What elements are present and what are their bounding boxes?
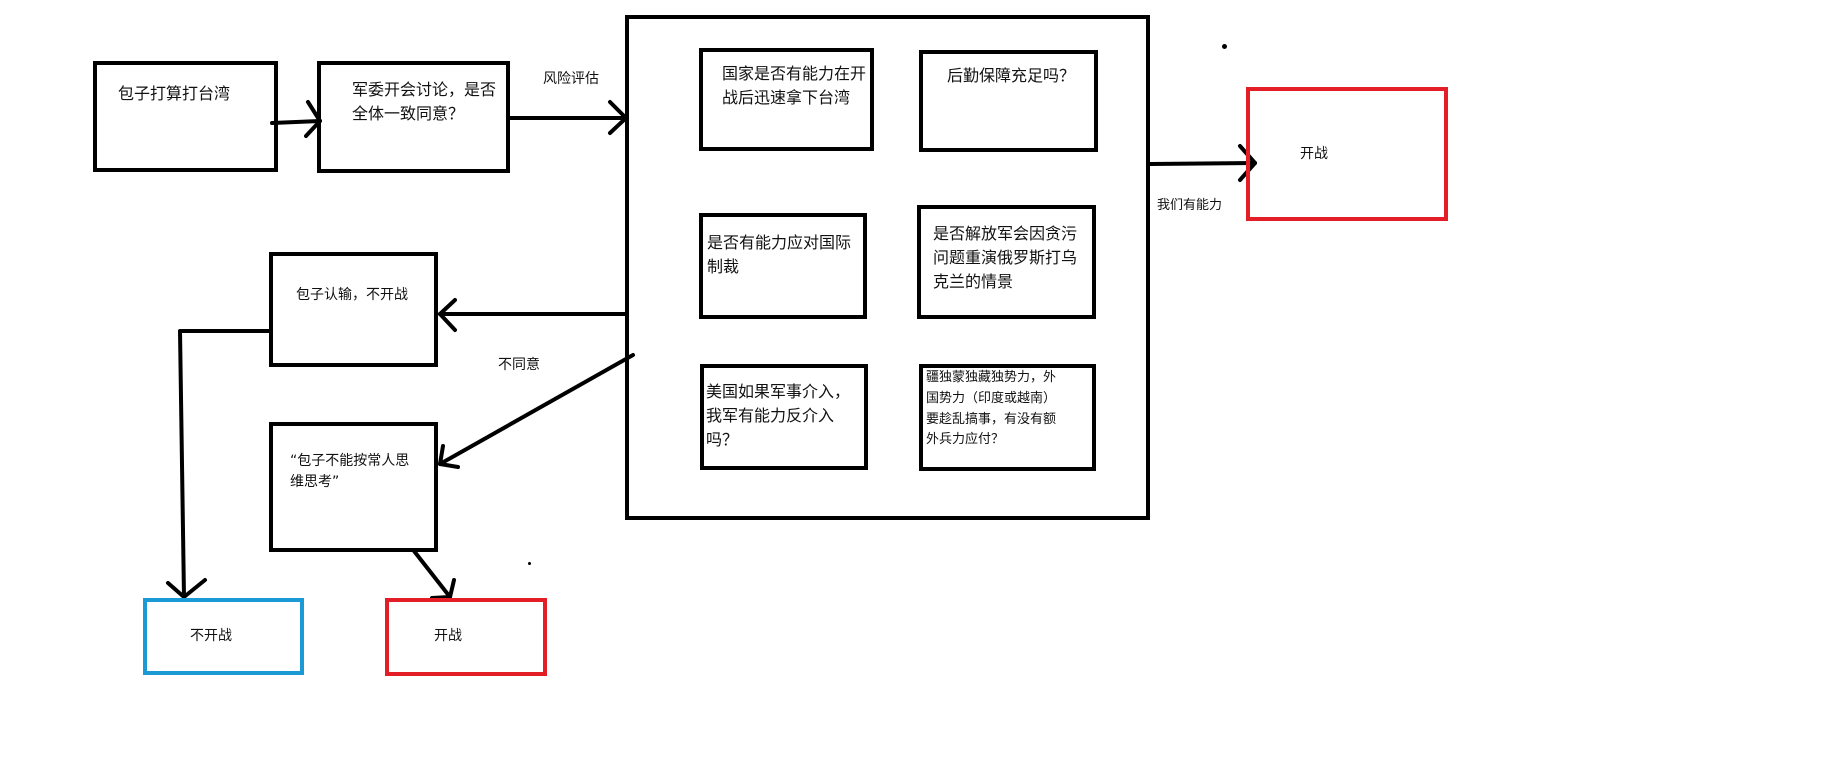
question-capability-label: 国家是否有能力在开 战后迅速拿下台湾: [722, 64, 867, 107]
outcome-war-right-label: 开战: [1300, 146, 1328, 162]
arrow-risk-to-war: [1148, 161, 1257, 166]
arrow-concede-to-no-war: [178, 329, 272, 599]
arrowhead-irrational-to-war: [430, 578, 456, 600]
cmc-discussion-node: [317, 61, 510, 173]
outcome-no-war: [143, 598, 304, 675]
question-logistics-label: 后勤保障充足吗？: [947, 66, 1076, 85]
question-sanctions-label: 是否有能力应对国际 制裁: [707, 233, 852, 276]
question-us-intervention-label: 美国如果军事介入， 我军有能力反介入 吗？: [706, 382, 851, 449]
start-node: [93, 61, 278, 172]
outcome-war-right: [1246, 87, 1448, 221]
irrational-thinking-label: “包子不能按常人思 维思考”: [290, 453, 410, 490]
start-node-label: 包子打算打台湾: [118, 84, 231, 103]
arrowhead-risk-to-irrational: [438, 444, 460, 469]
edge-label-capable: 我们有能力: [1157, 198, 1223, 213]
edge-label-disagree: 不同意: [498, 357, 540, 373]
question-sanctions-box: [699, 213, 867, 319]
cmc-discussion-label: 军委开会讨论，是否 全体一致同意？: [352, 80, 497, 123]
risk-assessment-container: [625, 15, 1150, 520]
outcome-war-bottom: [385, 598, 547, 676]
question-corruption-box: [917, 205, 1096, 319]
arrowhead-risk-to-war: [1238, 144, 1257, 182]
question-us-intervention-box: [700, 364, 868, 470]
question-separatists-label: 疆独蒙独藏独势力，外 国势力（印度或越南） 要趁乱搞事，有没有额 外兵力应付？: [926, 370, 1057, 448]
outcome-war-bottom-label: 开战: [434, 628, 462, 644]
irrational-thinking-node: [269, 422, 438, 552]
arrow-risk-to-irrational: [438, 353, 635, 466]
question-logistics-box: [919, 50, 1098, 152]
outcome-no-war-label: 不开战: [190, 628, 232, 644]
arrowhead-risk-to-concede: [438, 298, 457, 332]
arrow-start-to-cmc: [270, 119, 322, 125]
arrowhead-concede-to-no-war: [166, 578, 207, 599]
stray-dot: [528, 562, 531, 565]
concede-node-label: 包子认输，不开战: [296, 287, 408, 303]
question-corruption-label: 是否解放军会因贪污 问题重演俄罗斯打乌 克兰的情景: [933, 224, 1078, 291]
edge-label-risk: 风险评估: [543, 71, 599, 87]
arrow-irrational-to-war: [412, 549, 452, 599]
question-separatists-box: [919, 364, 1096, 471]
stray-dot: [1222, 44, 1227, 49]
question-capability-box: [699, 48, 874, 151]
concede-node: [269, 252, 438, 367]
